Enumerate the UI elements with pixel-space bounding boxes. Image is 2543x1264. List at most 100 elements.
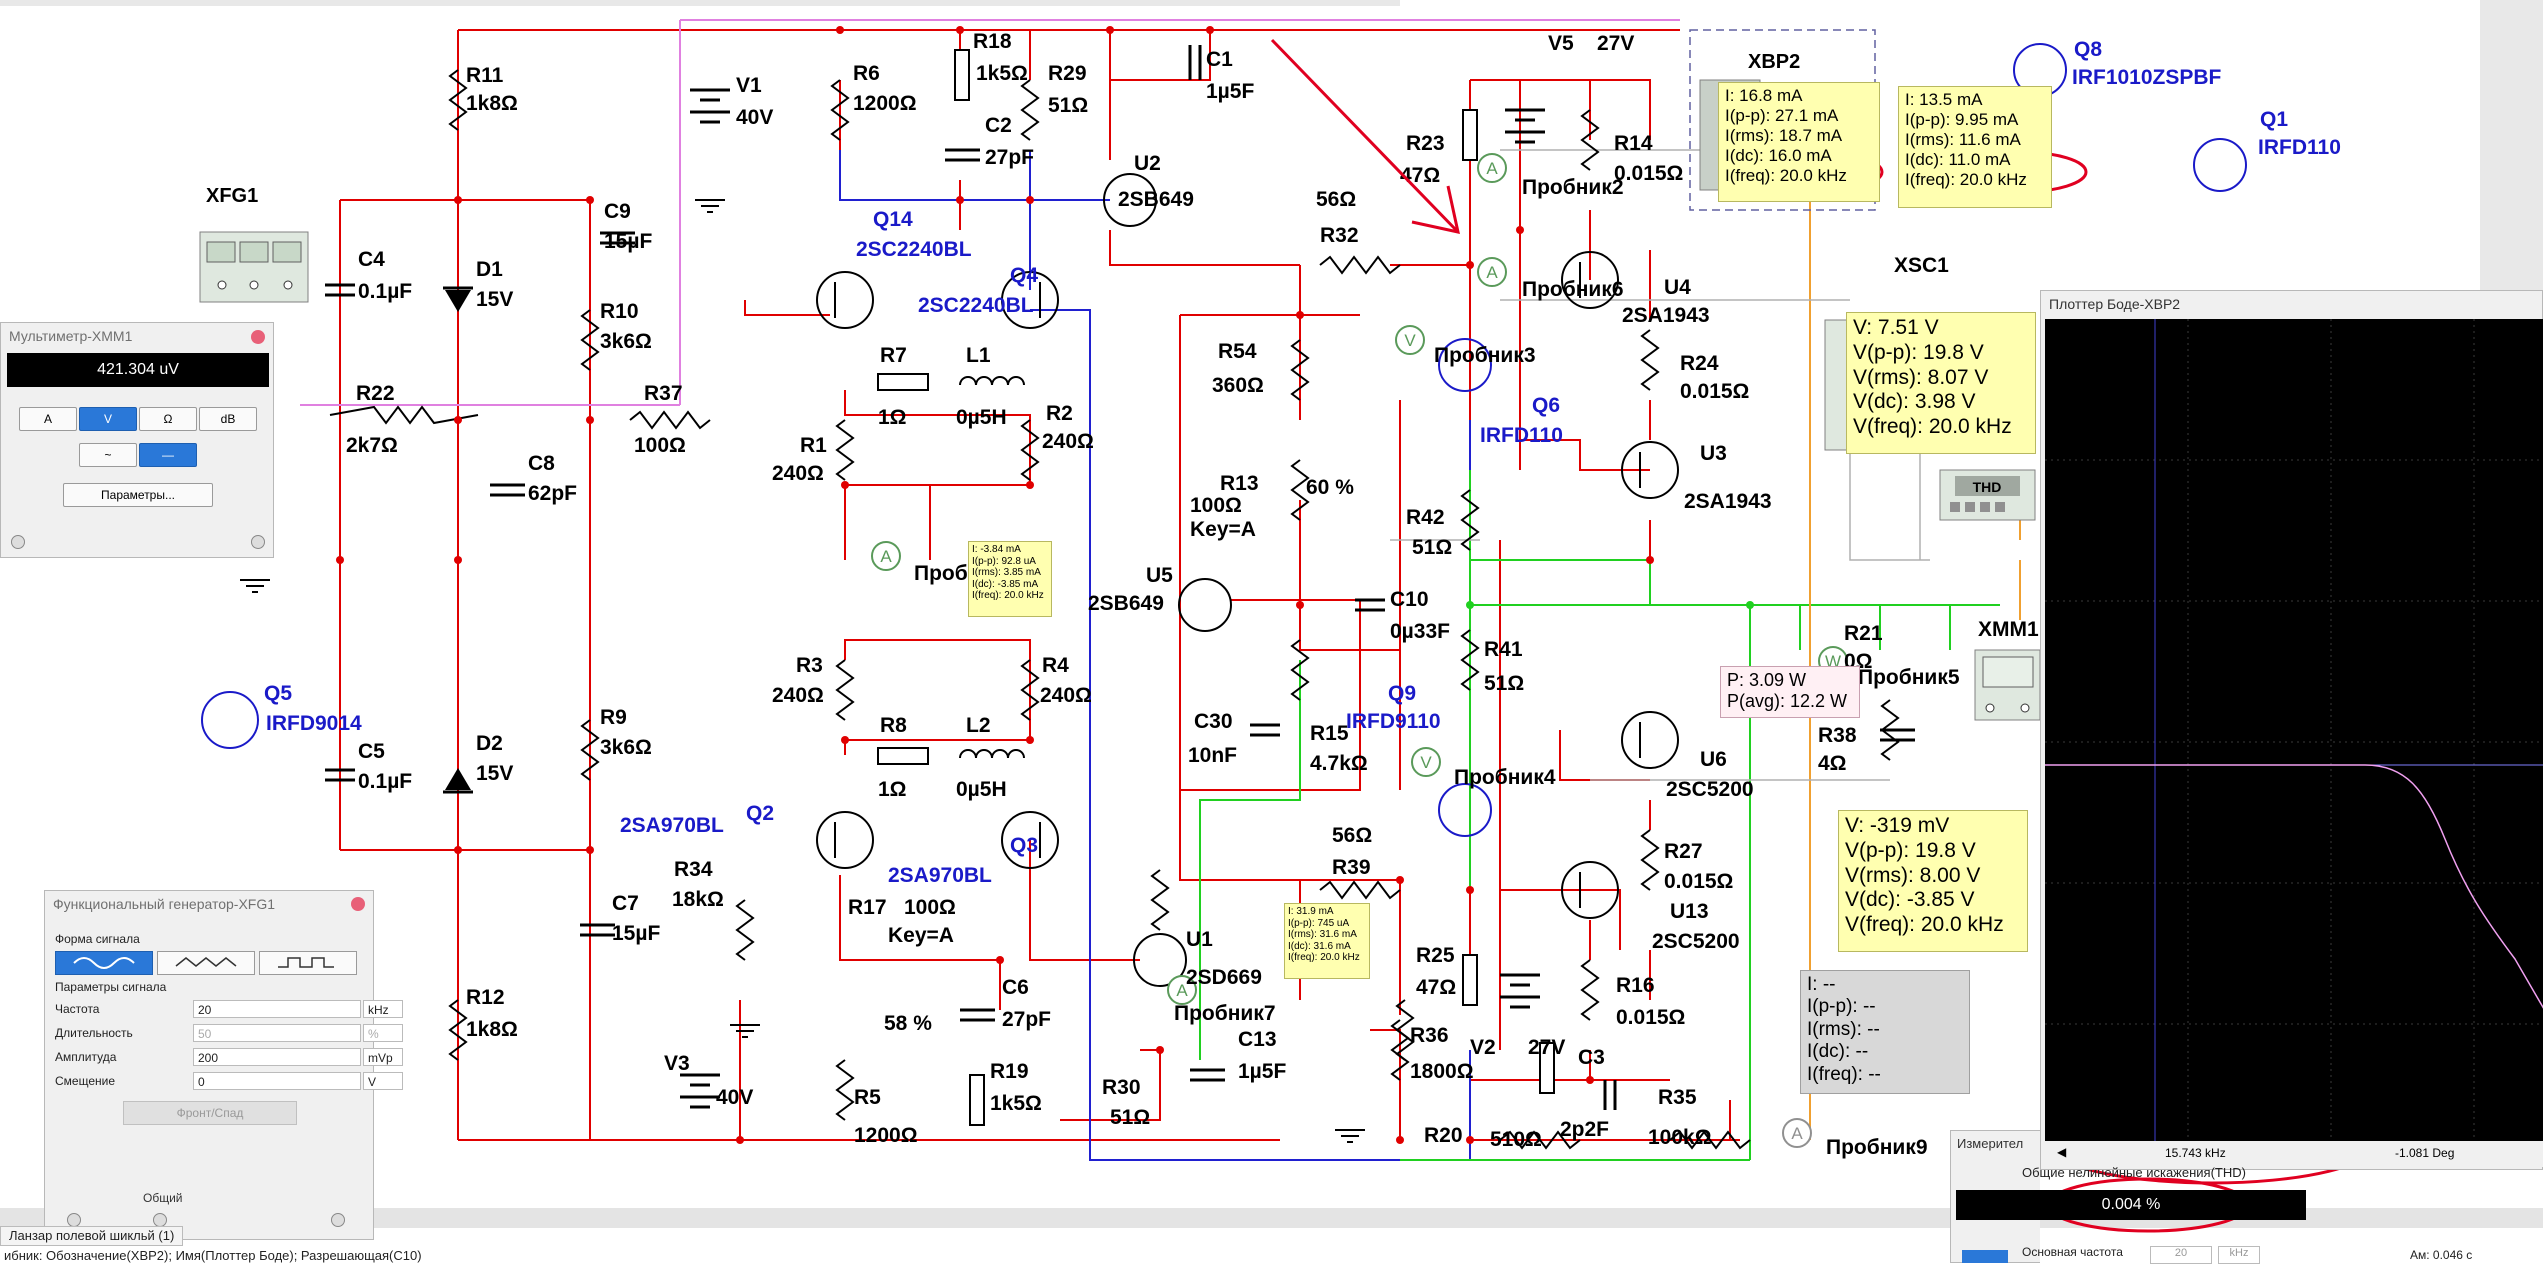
fg-offset-unit[interactable]: V xyxy=(363,1072,403,1090)
label-V5: V5 xyxy=(1548,32,1574,55)
fg-frequency-unit[interactable]: kHz xyxy=(363,1000,403,1018)
thd-instrument[interactable]: THD xyxy=(1939,469,2036,521)
label-R32-value: 56Ω xyxy=(1316,188,1356,211)
label-R54-value: 360Ω xyxy=(1212,374,1264,397)
probe6-i: I: 13.5 mA xyxy=(1905,90,1983,109)
label-R13-value: 100Ω xyxy=(1190,494,1242,517)
label-R22-value: 2k7Ω xyxy=(346,434,398,457)
label-R14: R14 xyxy=(1614,132,1653,155)
probe7-ifreq: I(freq): 20.0 kHz xyxy=(1288,952,1360,963)
fg-terminal-common[interactable] xyxy=(153,1213,167,1227)
xmm1-instrument[interactable] xyxy=(1974,649,2041,721)
mode-button-ohm[interactable]: Ω xyxy=(139,407,197,431)
fg-square-button[interactable] xyxy=(259,951,357,975)
probe5-label: Пробник5 xyxy=(1858,666,1960,689)
fg-amplitude-unit[interactable]: mVp xyxy=(363,1048,403,1066)
probe3-readout: V: 7.51 V V(p-p): 19.8 V V(rms): 8.07 V … xyxy=(1846,312,2036,454)
dc-button[interactable]: — xyxy=(139,443,197,467)
fg-close-icon[interactable] xyxy=(351,897,365,911)
label-U13-value: 2SC5200 xyxy=(1652,930,1740,953)
bode-plot-area[interactable] xyxy=(2045,319,2543,1163)
thd-value-display: 0.004 % xyxy=(1956,1190,2306,1220)
label-R1: R1 xyxy=(800,434,827,457)
mode-button-db[interactable]: dB xyxy=(199,407,257,431)
multimeter-params-button[interactable]: Параметры... xyxy=(63,483,213,507)
probe4-vpp: V(p-p): 19.8 V xyxy=(1845,838,1976,862)
fg-offset-input[interactable]: 0 xyxy=(193,1072,361,1090)
fg-duty-input[interactable]: 50 xyxy=(193,1024,361,1042)
label-Q6-value: IRFD110 xyxy=(1480,424,1563,447)
label-D2: D2 xyxy=(476,732,503,755)
label-R35-value: 100kΩ xyxy=(1648,1126,1712,1149)
label-Q1-value: IRFD110 xyxy=(2258,136,2341,159)
label-L2-value: 0µ5H xyxy=(956,778,1007,801)
label-R5-value: 1200Ω xyxy=(854,1124,918,1147)
probe6-label: Пробник6 xyxy=(1522,278,1624,301)
label-C10: C10 xyxy=(1390,588,1429,611)
label-R11: R11 xyxy=(466,64,504,87)
label-V3-value: 40V xyxy=(716,1086,753,1109)
thd-fund-unit[interactable]: kHz xyxy=(2218,1246,2260,1264)
label-C30: C30 xyxy=(1194,710,1233,733)
label-C2-value: 27pF xyxy=(985,146,1034,169)
thd-label: Общие нелинейные искажения(THD) xyxy=(2022,1165,2246,1180)
probe9-irms: I(rms): -- xyxy=(1807,1018,1880,1040)
label-R37-value: 100Ω xyxy=(634,434,686,457)
label-U2: U2 xyxy=(1134,152,1161,175)
probe3-v: V: 7.51 V xyxy=(1853,316,1939,339)
multimeter-panel[interactable]: Мультиметр-XMM1 421.304 uV A V Ω dB ~ — … xyxy=(0,322,274,558)
inductors xyxy=(959,376,1025,759)
label-D1: D1 xyxy=(476,258,503,281)
fg-sine-button[interactable] xyxy=(55,951,153,975)
fg-terminal-minus[interactable] xyxy=(331,1213,345,1227)
thd-panel-title: Измерител xyxy=(1957,1136,2024,1151)
multimeter-close-icon[interactable] xyxy=(251,330,265,344)
label-D2-value: 15V xyxy=(476,762,513,785)
probe6-irms: I(rms): 11.6 mA xyxy=(1905,130,2021,150)
label-R20-value: 510Ω xyxy=(1490,1128,1542,1151)
label-R14-value: 0.015Ω xyxy=(1614,162,1683,185)
fg-amplitude-input[interactable]: 200 xyxy=(193,1048,361,1066)
thd-instrument-label: THD xyxy=(1973,479,2002,495)
bode-left-arrow-icon[interactable]: ◀ xyxy=(2057,1145,2067,1159)
label-C5: C5 xyxy=(358,740,385,763)
thd-start-button[interactable] xyxy=(1962,1250,2008,1263)
probe1-irms: I(rms): 3.85 mA xyxy=(972,567,1041,578)
label-R3: R3 xyxy=(796,654,823,677)
mode-button-v[interactable]: V xyxy=(79,407,137,431)
ac-button[interactable]: ~ xyxy=(79,443,137,467)
thd-fund-input[interactable]: 20 xyxy=(2150,1246,2212,1264)
label-C6: C6 xyxy=(1002,976,1029,999)
label-V2: V2 xyxy=(1470,1036,1496,1059)
status-tab[interactable]: Ланзар полевой шикльй (1) xyxy=(0,1226,184,1246)
sine-wave-icon xyxy=(73,957,135,969)
label-R24-value: 0.015Ω xyxy=(1680,380,1749,403)
label-R10: R10 xyxy=(600,300,639,323)
fg-triangle-button[interactable] xyxy=(157,951,255,975)
xfg1-instrument[interactable] xyxy=(199,231,309,303)
multimeter-terminal-minus[interactable] xyxy=(251,535,265,549)
label-C1-value: 1µ5F xyxy=(1206,80,1254,103)
label-Q5: Q5 xyxy=(264,682,292,705)
label-R39: R39 xyxy=(1332,856,1371,879)
label-U6: U6 xyxy=(1700,748,1727,771)
fg-terminal-plus[interactable] xyxy=(67,1213,81,1227)
mode-button-a[interactable]: A xyxy=(19,407,77,431)
label-U1: U1 xyxy=(1186,928,1213,951)
grounds xyxy=(240,199,1365,1143)
fg-frequency-input[interactable]: 20 xyxy=(193,1000,361,1018)
probe2-ifreq: I(freq): 20.0 kHz xyxy=(1725,166,1847,186)
fg-edge-button[interactable]: Фронт/Спад xyxy=(123,1101,297,1125)
label-R34-value: 18kΩ xyxy=(672,888,724,911)
probe6-idc: I(dc): 11.0 mA xyxy=(1905,150,2011,170)
status-text: ибник: Обозначение(XBP2); Имя(Плоттер Бо… xyxy=(4,1248,422,1263)
label-U2-value: 2SB649 xyxy=(1118,188,1194,211)
label-R23-value: 47Ω xyxy=(1400,164,1440,187)
bode-plotter-window[interactable]: Плоттер Боде-XBP2 ◀ 15.743 kHz -1.081 De… xyxy=(2040,290,2543,1170)
fg-row-3-label: Смещение xyxy=(55,1074,116,1088)
label-U4: U4 xyxy=(1664,276,1691,299)
label-R39-value: 56Ω xyxy=(1332,824,1372,847)
function-generator-panel[interactable]: Функциональный генератор-XFG1 Форма сигн… xyxy=(44,890,403,1240)
multimeter-terminal-plus[interactable] xyxy=(11,535,25,549)
label-R41: R41 xyxy=(1484,638,1523,661)
